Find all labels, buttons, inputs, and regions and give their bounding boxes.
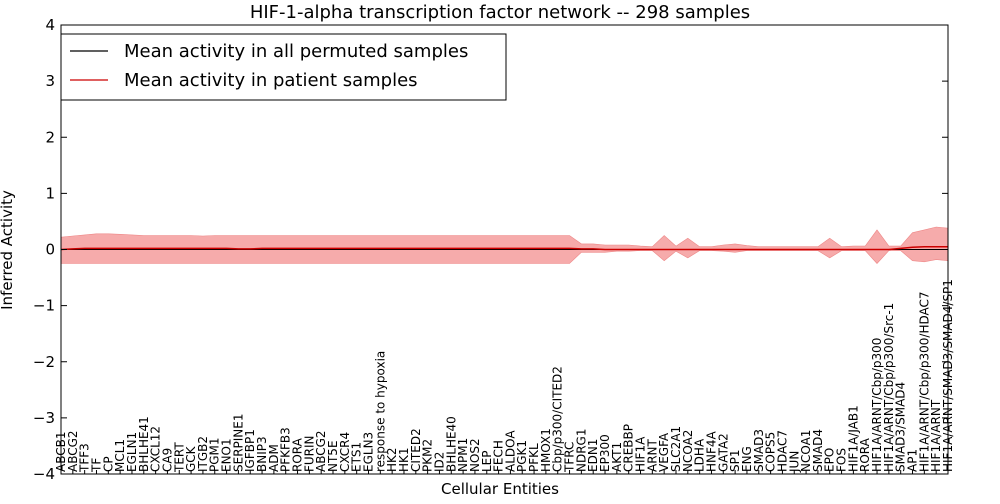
- x-category-label: EDN1: [586, 439, 600, 472]
- x-category-label: TFRC: [563, 442, 577, 473]
- x-category-label: JUN: [787, 451, 801, 473]
- x-category-label: PFKFB3: [279, 427, 293, 472]
- x-category-label: CXCR4: [338, 432, 352, 472]
- x-category-label: AKT1: [610, 442, 624, 472]
- x-category-label: NPM1: [456, 438, 470, 472]
- x-category-label: RORA: [291, 437, 305, 472]
- y-tick-label: −1: [33, 297, 55, 315]
- x-category-label: EP300: [598, 434, 612, 472]
- y-tick-label: 1: [45, 184, 55, 202]
- y-tick-label: −4: [33, 465, 55, 483]
- x-category-label: GCK: [184, 445, 198, 472]
- x-category-label: PKM2: [421, 439, 435, 472]
- patient-activity-band: [60, 226, 949, 264]
- x-category-label: BNIP3: [255, 436, 269, 472]
- x-category-label: CP: [101, 456, 115, 472]
- x-category-label: BHLHE41: [137, 416, 151, 472]
- x-category-label: HIF1A: [634, 436, 648, 472]
- y-axis-label: Inferred Activity: [0, 190, 16, 310]
- x-category-label: ALDOA: [503, 430, 517, 472]
- x-category-label: TFF3: [78, 443, 92, 473]
- y-tick-label: 3: [45, 72, 55, 90]
- x-category-label: COPS5: [764, 432, 778, 472]
- x-category-label: ADM: [267, 444, 281, 472]
- x-category-label: HMOX1: [539, 428, 553, 472]
- x-category-label: PGK1: [515, 440, 529, 472]
- x-category-label: HIF1A/ARNT: [929, 399, 943, 472]
- x-category-label: GATA2: [716, 433, 730, 472]
- x-category-label: VEGFA: [657, 432, 671, 472]
- y-tick-label: 4: [45, 16, 55, 34]
- legend: Mean activity in all permuted samples Me…: [60, 33, 507, 101]
- x-category-label: ENG: [740, 446, 754, 472]
- x-category-label: HK2: [385, 447, 399, 472]
- x-category-label: PGM1: [208, 437, 222, 472]
- plot-area: −4−3−2−101234ABCB1ABCG2TFF3TFCPMCL1EGLN1…: [33, 16, 955, 483]
- x-category-label: ENO1: [220, 438, 234, 472]
- x-category-label: ARNT: [645, 438, 659, 472]
- x-category-label: ETS1: [350, 442, 364, 472]
- x-category-label: HIF1A/ARNT/Cbp/p300: [870, 338, 884, 472]
- x-category-label: EGLN1: [125, 432, 139, 472]
- legend-box: [60, 33, 507, 101]
- x-category-label: TERT: [172, 442, 186, 473]
- x-category-label: EGLN3: [362, 432, 376, 472]
- x-category-label: SERPINE1: [231, 413, 245, 472]
- y-tick-label: −3: [33, 409, 55, 427]
- x-category-label: SMAD3/SMAD4: [894, 382, 908, 472]
- x-category-label: IGFBP1: [243, 429, 257, 472]
- x-category-label: SMAD3: [752, 429, 766, 472]
- x-category-label: CREBBP: [622, 424, 636, 472]
- x-category-label: HIF1A/ARNT/Cbp/p300/HDAC7: [917, 291, 931, 472]
- x-category-label: NT5E: [326, 440, 340, 472]
- series-line-1: [60, 245, 948, 251]
- x-category-label: ID2: [433, 452, 447, 472]
- x-category-label: RORA: [858, 437, 872, 472]
- x-category-label: CA9: [160, 448, 174, 472]
- x-category-label: AP1: [906, 449, 920, 472]
- x-category-label: PFKL: [527, 443, 541, 472]
- x-category-label: HIF1A/ARNT/Cbp/p300/Src-1: [882, 303, 896, 472]
- x-category-label: CITED2: [409, 428, 423, 472]
- x-category-label: LDHA: [693, 438, 707, 472]
- x-category-label: SP1: [728, 450, 742, 473]
- x-category-label: MCL1: [113, 439, 127, 472]
- x-category-label: FOS: [835, 448, 849, 472]
- x-category-label: TF: [90, 458, 104, 473]
- x-category-label: HIF1A/ARNT/SMAD3/SMAD4/SP1: [941, 279, 955, 472]
- x-category-label: FECH: [492, 440, 506, 472]
- x-category-label: LEP: [480, 450, 494, 472]
- legend-label-permuted: Mean activity in all permuted samples: [124, 41, 468, 62]
- x-axis-label: Cellular Entities: [441, 480, 559, 498]
- x-category-label: response to hypoxia: [373, 351, 387, 472]
- x-category-label: FURIN: [302, 435, 316, 472]
- chart-title: HIF-1-alpha transcription factor network…: [250, 2, 750, 23]
- legend-label-patient: Mean activity in patient samples: [124, 70, 418, 91]
- x-category-label: EPO: [823, 448, 837, 472]
- x-category-label: ABCB1: [54, 432, 68, 472]
- x-category-label: Cbp/p300/CITED2: [551, 366, 565, 472]
- x-category-label: NCOA1: [799, 430, 813, 472]
- x-category-label: BHLHE40: [444, 416, 458, 472]
- y-tick-label: 2: [45, 128, 55, 146]
- x-category-label: ITGB2: [196, 436, 210, 472]
- y-tick-label: −2: [33, 353, 55, 371]
- x-category-label: NDRG1: [574, 429, 588, 473]
- x-category-label: HNF4A: [705, 430, 719, 472]
- x-category-label: NCOA2: [681, 430, 695, 472]
- x-category-label: SMAD4: [811, 429, 825, 472]
- x-category-label: HIF1A/JAB1: [846, 405, 860, 472]
- x-category-label: ABCG2: [66, 430, 80, 472]
- x-category-label: SLC2A1: [669, 426, 683, 472]
- x-category-label: HK1: [397, 447, 411, 472]
- x-category-label: NOS2: [468, 438, 482, 472]
- x-category-label: HDAC7: [775, 430, 789, 472]
- x-category-label: ABCG2: [314, 430, 328, 472]
- x-category-label: CXCL12: [149, 426, 163, 472]
- y-tick-label: 0: [45, 241, 55, 259]
